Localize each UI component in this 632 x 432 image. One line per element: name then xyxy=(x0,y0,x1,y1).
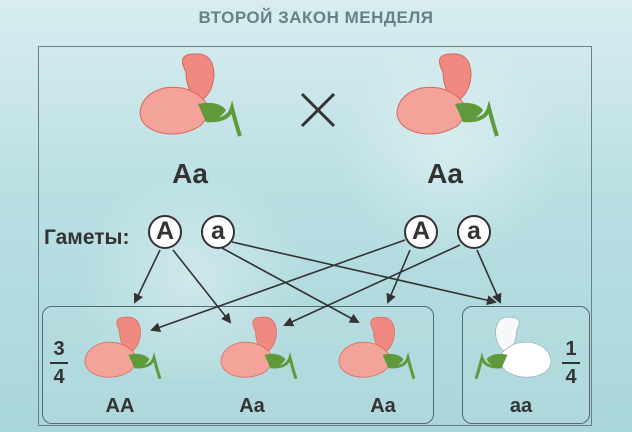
offspring-genotype-AA: AA xyxy=(105,395,135,417)
fraction-denominator: 4 xyxy=(565,366,577,388)
offspring-flower-AA xyxy=(84,316,162,380)
fraction-bar xyxy=(50,362,68,364)
fraction-recessive: 1 4 xyxy=(562,338,580,389)
gamete-parent1-dominant: A xyxy=(148,215,182,249)
parent-flower-1 xyxy=(139,53,242,137)
parent-1-genotype: Aa xyxy=(172,158,208,189)
fraction-numerator: 1 xyxy=(565,338,577,360)
offspring-genotype-Aa-1: Aa xyxy=(239,395,265,417)
offspring-flower-Aa-1 xyxy=(220,316,298,380)
fraction-dominant: 3 4 xyxy=(50,338,68,389)
fraction-numerator: 3 xyxy=(53,338,65,360)
diagram-frame xyxy=(38,46,592,426)
parent-2-genotype: Aa xyxy=(427,158,463,189)
offspring-genotype-Aa-2: Aa xyxy=(370,395,396,417)
page-title: ВТОРОЙ ЗАКОН МЕНДЕЛЯ xyxy=(198,8,434,27)
offspring-genotype-aa: aa xyxy=(509,395,533,417)
gamete-parent2-dominant: A xyxy=(404,215,438,249)
offspring-flower-Aa-2 xyxy=(338,316,416,380)
offspring-flower-aa xyxy=(474,316,552,380)
parent-flower-2 xyxy=(396,53,499,137)
gametes-label: Гаметы: xyxy=(44,226,130,249)
cross-icon xyxy=(300,92,336,128)
fraction-bar xyxy=(562,362,580,364)
gamete-parent2-recessive: a xyxy=(457,215,491,249)
fraction-denominator: 4 xyxy=(53,366,65,388)
gamete-parent1-recessive: a xyxy=(201,215,235,249)
